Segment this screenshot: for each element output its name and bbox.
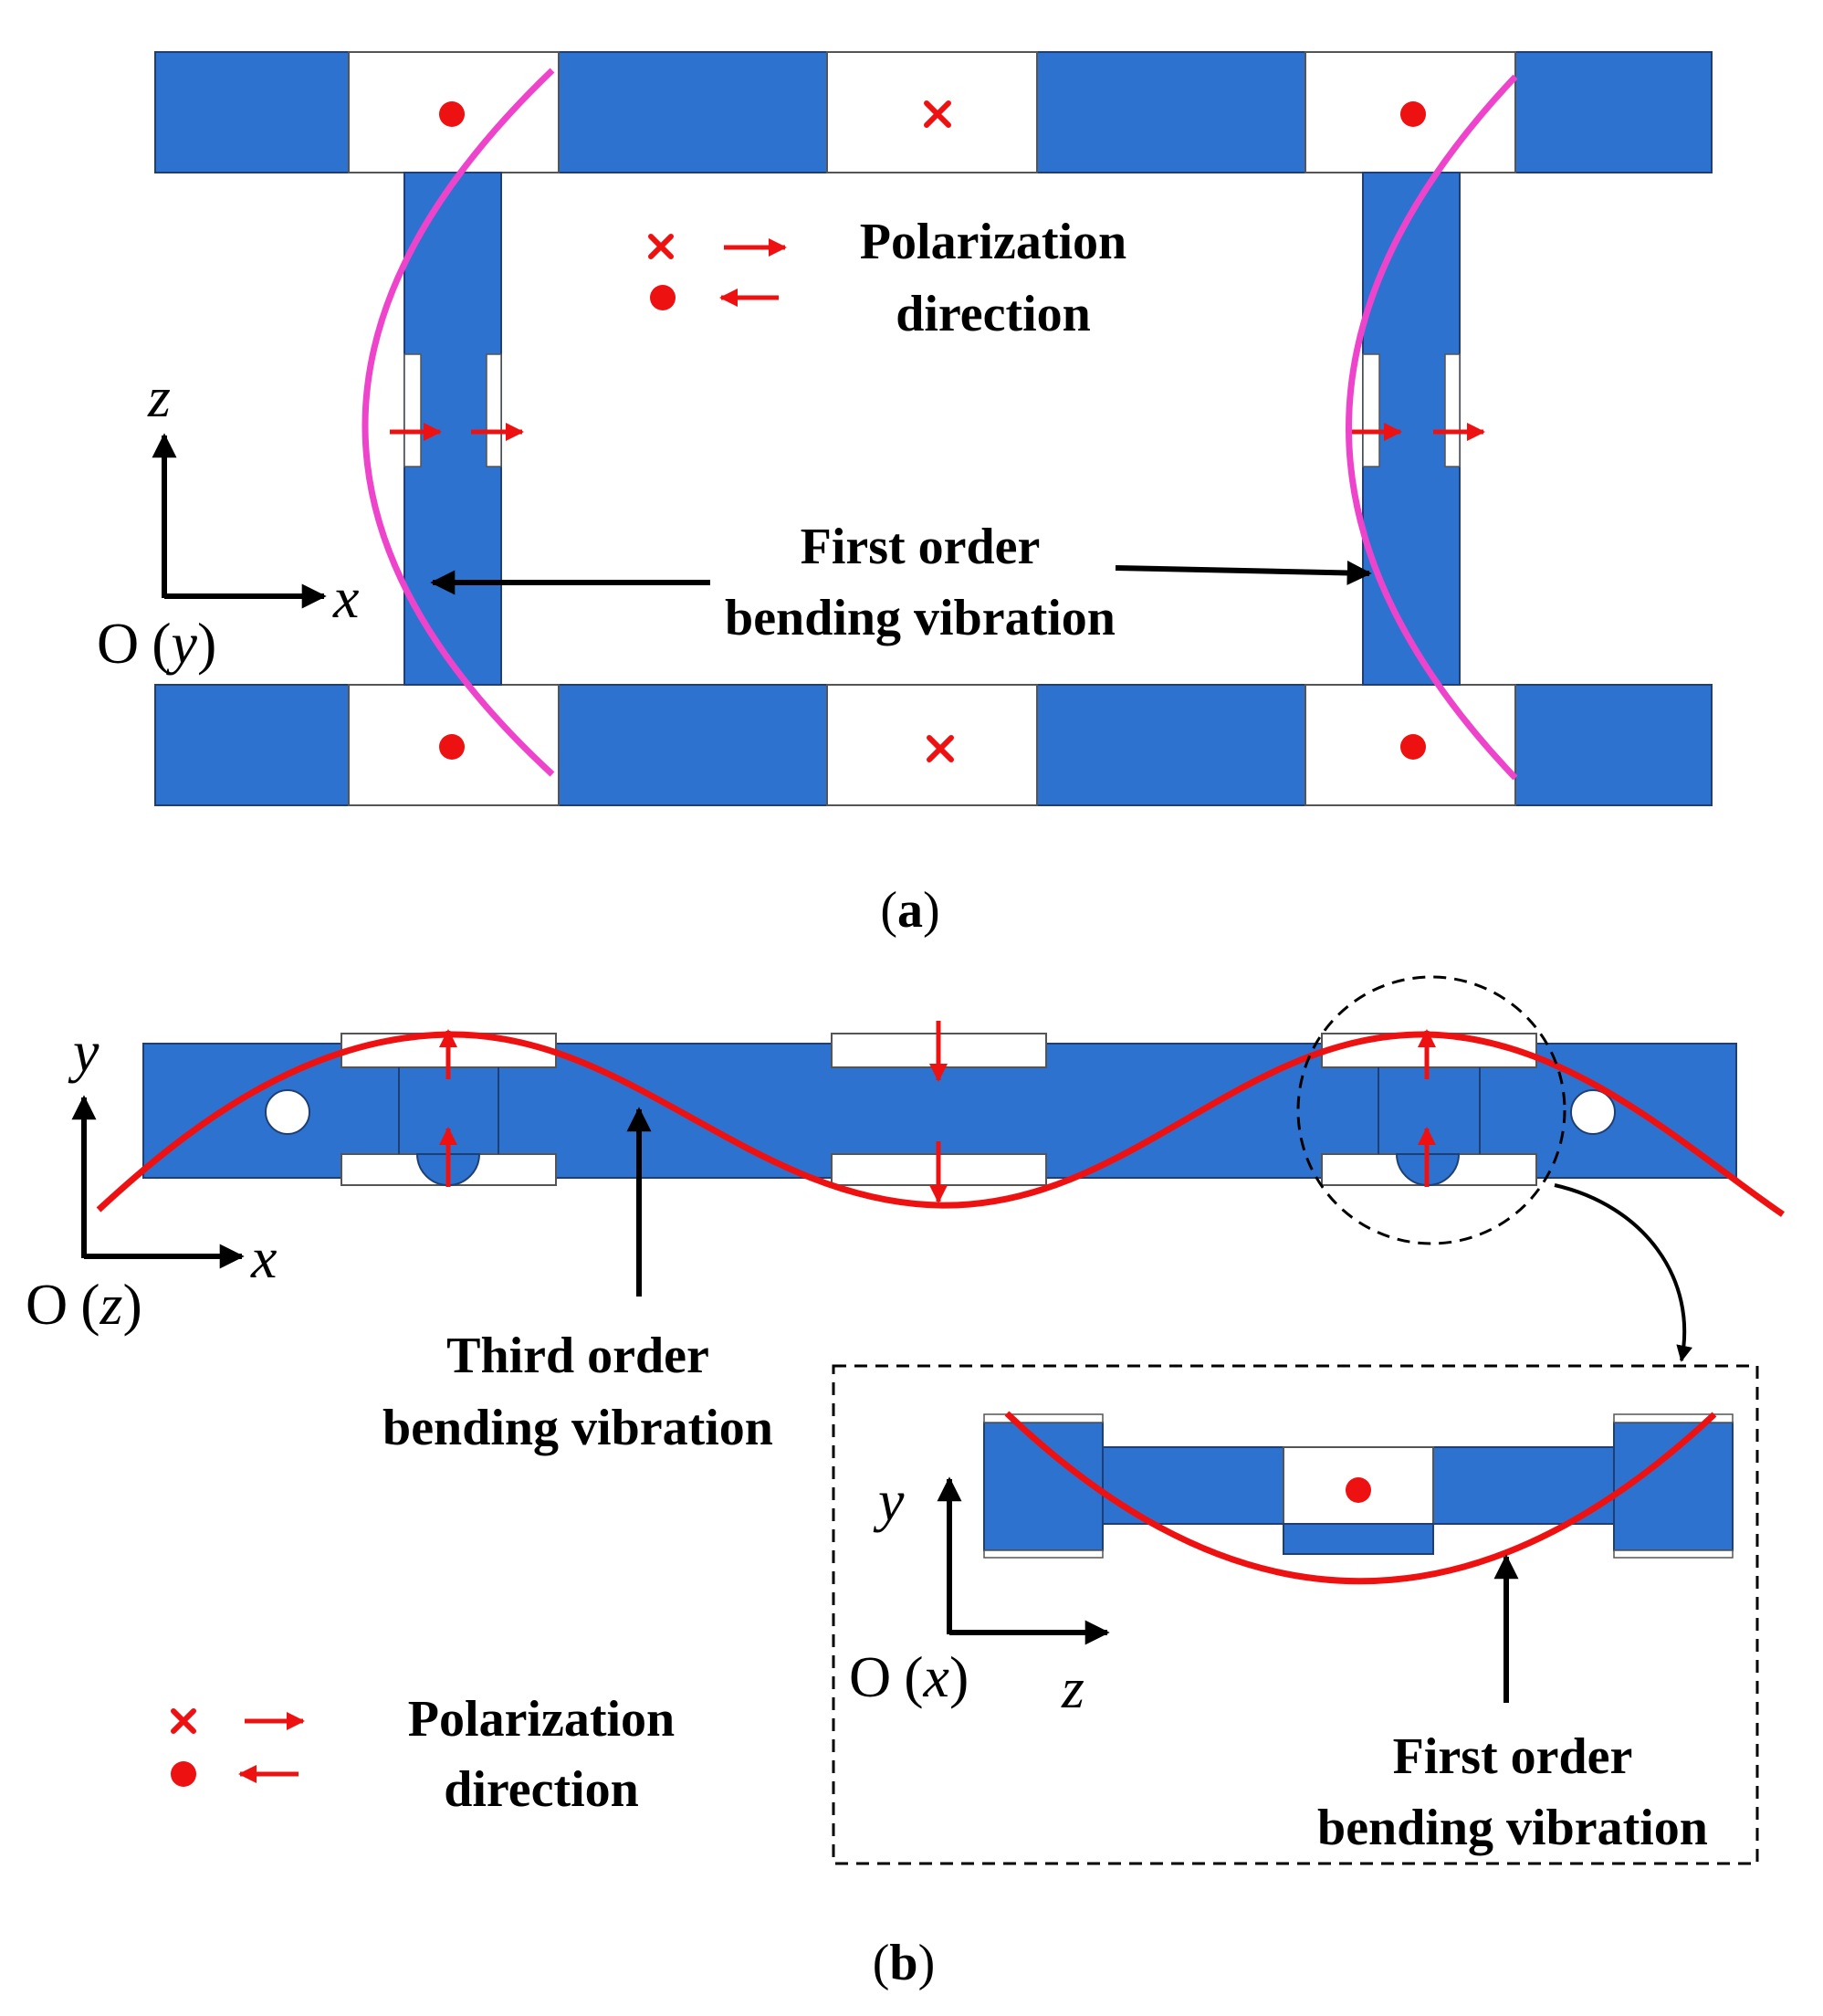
axis-x-label: x <box>250 1225 277 1290</box>
caption-a: (a) <box>880 882 939 939</box>
inset-end-block-right <box>1613 1422 1734 1551</box>
coordinate-axes-a: z x O(y) <box>97 364 359 676</box>
legend-cross-icon <box>171 1708 196 1734</box>
legend-b: Polarization direction <box>171 1691 675 1818</box>
left-post-piezo-inner <box>486 353 502 467</box>
zoom-pointer-arrow <box>1554 1183 1692 1362</box>
origin-paren-close: ) <box>949 1644 969 1709</box>
origin-axis: x <box>923 1644 949 1709</box>
origin-letter: O <box>849 1644 891 1709</box>
inset-piezo-tr <box>1613 1413 1734 1423</box>
origin-axis: z <box>100 1272 123 1337</box>
axis-y-label: y <box>873 1468 905 1533</box>
inset-piezo-tl <box>983 1413 1104 1423</box>
caption-b-open: ( <box>873 1935 890 1991</box>
polarization-cross <box>927 735 954 762</box>
legend-dot-icon <box>650 285 676 310</box>
panel-b: Third order bending vibration y x O(z) P… <box>26 975 1785 1991</box>
axis-y-label: y <box>68 1019 100 1084</box>
caption-a-letter: a <box>897 882 923 939</box>
right-post-piezo-inner <box>1444 353 1461 467</box>
legend-cross-icon <box>648 234 674 259</box>
origin-paren-close: ) <box>197 611 216 676</box>
mounting-hole-left <box>265 1089 310 1135</box>
polarization-dot <box>1346 1477 1371 1503</box>
coordinate-axes-b: y x O(z) <box>26 1019 277 1337</box>
inset-detail: First order bending vibration y z O(x) <box>832 1364 1759 1865</box>
origin-paren-close: ) <box>122 1272 141 1337</box>
polarization-dot <box>439 734 465 760</box>
zoom-circle <box>1296 975 1566 1245</box>
legend-a: Polarization direction <box>648 214 1126 342</box>
origin-label: O(y) <box>97 611 216 676</box>
mode-shape-left <box>361 68 555 777</box>
polarization-arrow <box>439 1021 1436 1203</box>
panel-a: Polarization direction First order bendi… <box>97 51 1713 939</box>
mode-label-line2: bending vibration <box>725 590 1116 646</box>
mode-shape-third-order <box>96 1031 1785 1217</box>
pointer-arrow-right <box>1115 560 1372 585</box>
legend-label-line1: Polarization <box>408 1691 675 1748</box>
caption-b-letter: b <box>889 1935 917 1991</box>
legend-dot-icon <box>171 1761 196 1787</box>
inset-piezo-br <box>1613 1549 1734 1559</box>
mounting-hole-right <box>1570 1089 1616 1135</box>
mode-label-line1: Third order <box>446 1328 709 1384</box>
inset-piezo-bl <box>983 1549 1104 1559</box>
origin-paren-open: ( <box>80 1272 100 1337</box>
polarization-dot <box>439 101 465 127</box>
inset-frame <box>832 1364 1759 1865</box>
origin-letter: O <box>26 1272 68 1337</box>
origin-paren-open: ( <box>904 1644 923 1709</box>
inset-mode-shape-first-order <box>1004 1411 1717 1585</box>
piezo-bottom-center <box>826 684 1038 806</box>
legend-label-line2: direction <box>444 1761 639 1818</box>
caption-a-close: ) <box>923 882 940 939</box>
inset-mode-label-line1: First order <box>1393 1728 1633 1785</box>
coordinate-axes-inset: y z O(x) <box>849 1468 1110 1720</box>
axis-x-label: x <box>332 565 359 630</box>
mode-label-line2: bending vibration <box>382 1400 773 1456</box>
origin-paren-open: ( <box>152 611 171 676</box>
axis-z-label: z <box>147 364 171 429</box>
axis-z-label: z <box>1061 1655 1084 1720</box>
legend-label-line1: Polarization <box>860 214 1126 270</box>
inset-end-block-left <box>983 1422 1104 1551</box>
caption-a-open: ( <box>880 882 897 939</box>
mode-label-line1: First order <box>801 519 1041 575</box>
origin-axis: y <box>166 611 198 676</box>
caption-b: (b) <box>873 1935 935 1991</box>
polarization-cross <box>924 100 951 128</box>
post-outline <box>398 1067 1481 1154</box>
left-post-piezo-outer <box>403 353 422 467</box>
polarization-dot <box>1400 101 1426 127</box>
right-post-piezo-outer <box>1362 353 1380 467</box>
inset-contact-foot <box>1283 1523 1434 1555</box>
origin-label: O(z) <box>26 1272 142 1337</box>
legend-label-line2: direction <box>896 286 1091 342</box>
origin-label: O(x) <box>849 1644 969 1709</box>
inset-mode-label-line2: bending vibration <box>1317 1800 1708 1856</box>
mode-shape-right <box>1346 74 1518 781</box>
polarization-dot <box>1400 734 1426 760</box>
caption-b-close: ) <box>918 1935 936 1991</box>
origin-letter: O <box>97 611 139 676</box>
